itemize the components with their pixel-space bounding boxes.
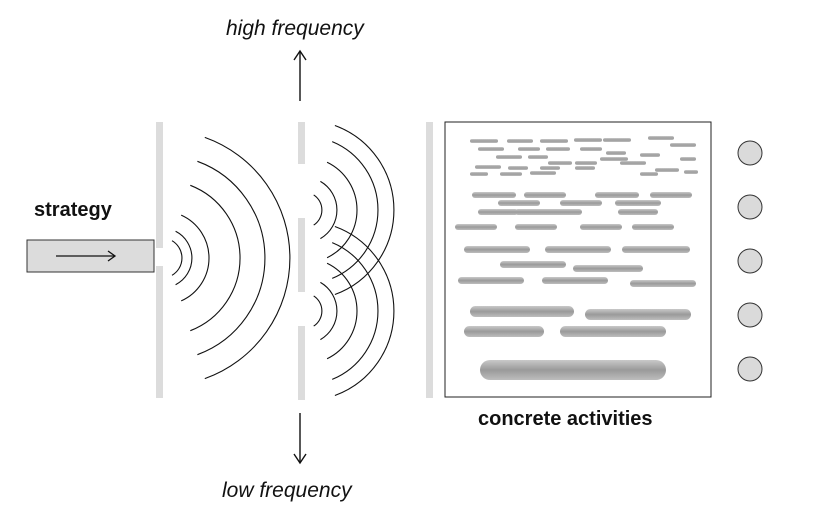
activity-bar (595, 192, 639, 198)
activity-bar (606, 151, 626, 155)
activity-bar (528, 155, 548, 159)
wavefront-arc (313, 194, 323, 226)
activity-bar (560, 326, 666, 337)
activity-bar (524, 192, 566, 198)
activity-bars (455, 136, 698, 380)
wavefront-arc (334, 124, 395, 296)
concrete-activities-label: concrete activities (478, 408, 653, 430)
activity-bar (573, 265, 643, 272)
output-circle (737, 194, 763, 220)
activity-bar (648, 136, 674, 140)
activity-bar (464, 326, 544, 337)
wavefront-arc (180, 214, 210, 302)
activity-bar (574, 138, 602, 142)
activity-bar (542, 277, 608, 284)
activity-bar (507, 139, 533, 143)
activity-bar (478, 209, 518, 215)
activity-bar (618, 209, 658, 215)
wavefront-arc (326, 161, 358, 259)
strategy-input-box (26, 239, 155, 273)
activity-bar (545, 246, 611, 253)
activity-bar (650, 192, 692, 198)
activity-bar (458, 277, 524, 284)
activity-bar (544, 209, 582, 215)
activity-bar (470, 306, 574, 317)
barrier-solid (426, 122, 433, 398)
strategy-label: strategy (34, 199, 112, 221)
wavefront-arc (204, 136, 291, 380)
wavefront-arc (320, 281, 338, 341)
barrier-single-slit (156, 122, 163, 398)
arrow-up-icon (293, 49, 307, 101)
activity-bar (475, 165, 501, 169)
activity-bar (478, 147, 504, 151)
wavefronts-single-slit (171, 136, 291, 380)
activity-bar (470, 172, 488, 176)
activity-bar (515, 224, 557, 230)
activity-bar (464, 246, 530, 253)
activity-bar (480, 360, 666, 380)
activity-bar (508, 166, 528, 170)
activity-bar (455, 224, 497, 230)
output-circle (737, 356, 763, 382)
activity-bar (548, 161, 572, 165)
activity-bar (498, 200, 540, 206)
activity-bar (655, 168, 679, 172)
activity-bar (680, 157, 696, 161)
activity-bar (632, 224, 674, 230)
activity-bar (540, 166, 560, 170)
wavefront-arc (331, 242, 379, 380)
activity-bar (575, 166, 595, 170)
activity-bar (470, 139, 498, 143)
activity-bar (575, 161, 597, 165)
wavefront-arc (171, 240, 183, 276)
activity-bar (615, 200, 661, 206)
wavefront-arc (320, 180, 338, 240)
activity-bar (500, 261, 566, 268)
activity-bar (500, 172, 522, 176)
activity-bar (580, 224, 622, 230)
wavefront-arc (197, 160, 266, 356)
activity-bar (670, 143, 696, 147)
activity-bar (496, 155, 522, 159)
activity-bar (580, 147, 602, 151)
wavefronts-double-slit (313, 124, 395, 397)
wavefront-arc (334, 225, 395, 397)
output-circle (737, 302, 763, 328)
arrow-down-icon (293, 413, 307, 465)
activity-bar (630, 280, 696, 287)
wavefront-arc (190, 184, 241, 332)
activity-bar (560, 200, 602, 206)
activity-bar (546, 147, 570, 151)
high-frequency-label: high frequency (226, 17, 364, 40)
activity-bar (603, 138, 631, 142)
wavefront-arc (331, 141, 379, 279)
output-circles (737, 140, 763, 382)
barrier-double-slit (298, 122, 305, 400)
activity-bar (540, 139, 568, 143)
wavefront-arc (175, 230, 193, 286)
wavefront-arc (326, 262, 358, 360)
activity-bar (600, 157, 628, 161)
activity-bar (640, 172, 658, 176)
activity-bar (518, 147, 540, 151)
wavefront-arc (313, 295, 323, 327)
output-circle (737, 140, 763, 166)
activity-bar (530, 171, 556, 175)
activity-bar (620, 161, 646, 165)
activity-bar (640, 153, 660, 157)
activity-bar (515, 209, 553, 215)
low-frequency-label: low frequency (222, 479, 352, 502)
activity-bar (622, 246, 690, 253)
activity-bar (585, 309, 691, 320)
activity-bar (684, 170, 698, 174)
output-circle (737, 248, 763, 274)
activity-bar (472, 192, 516, 198)
